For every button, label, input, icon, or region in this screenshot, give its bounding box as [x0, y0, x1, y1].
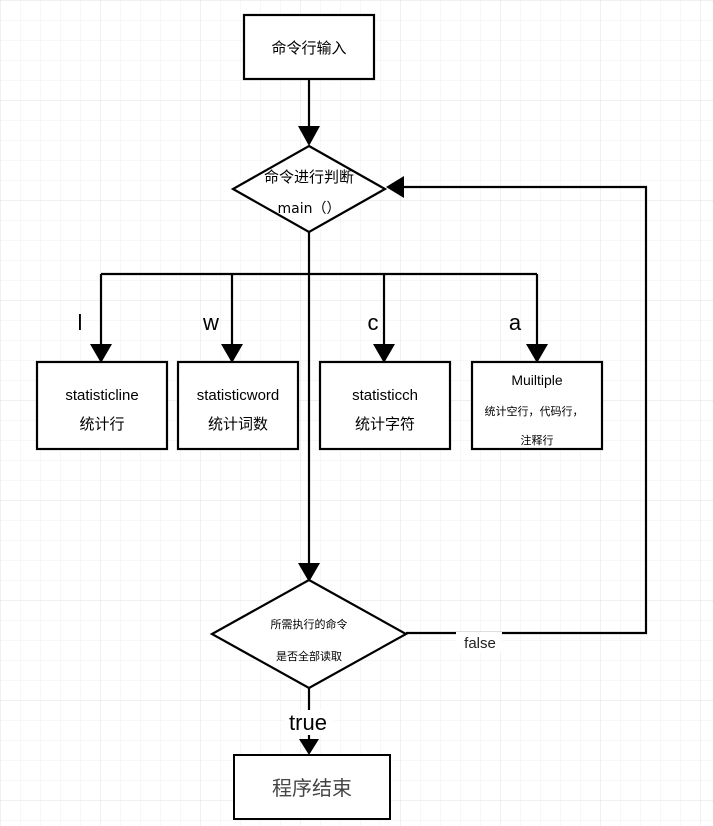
edge-label-l: l	[78, 310, 83, 335]
node-statisticword-box	[176, 360, 300, 451]
connectors	[99, 80, 648, 740]
node-decide-command-shape	[230, 144, 388, 234]
node-statisticline[interactable]: statisticline 统计行	[35, 360, 169, 451]
node-statisticch-line1: statisticch	[352, 387, 418, 404]
node-decide-done-line1: 所需执行的命令	[271, 617, 348, 631]
node-statisticline-line1: statisticline	[65, 387, 138, 404]
node-statisticch[interactable]: statisticch 统计字符	[318, 360, 452, 451]
node-multiple-line1: Muiltiple	[511, 372, 563, 388]
edge-label-w: w	[202, 310, 219, 335]
arrowhead-multi	[526, 344, 548, 363]
node-statisticline-line2: 统计行	[79, 415, 124, 433]
node-decide-command[interactable]: 命令进行判断 main（）	[230, 144, 388, 234]
arrowhead-decide-done	[298, 563, 320, 582]
node-decide-command-line2: main（）	[278, 201, 341, 217]
arrowhead-word	[221, 344, 243, 363]
node-start-label: 命令行输入	[271, 39, 346, 57]
node-decide-done-shape	[209, 578, 409, 690]
node-multiple-line2: 统计空行，代码行，	[485, 404, 584, 418]
arrowheads	[90, 126, 548, 755]
arrowhead-char	[373, 344, 395, 363]
arrowhead-end	[299, 739, 319, 755]
node-multiple[interactable]: Muiltiple 统计空行，代码行， 注释行	[470, 360, 604, 451]
node-start[interactable]: 命令行输入	[242, 13, 376, 81]
node-statisticline-box	[35, 360, 169, 451]
node-decide-done[interactable]: 所需执行的命令 是否全部读取	[209, 578, 409, 690]
edge-label-c: c	[368, 310, 379, 335]
node-statisticch-box	[318, 360, 452, 451]
node-statisticword-line1: statisticword	[197, 387, 280, 404]
node-end-label: 程序结束	[272, 776, 352, 800]
node-statisticword[interactable]: statisticword 统计词数	[176, 360, 300, 451]
arrowhead-false-loop	[386, 176, 404, 198]
edge-label-a: a	[509, 310, 522, 335]
arrowhead-line	[90, 344, 112, 363]
node-end-box	[233, 754, 391, 820]
true-label-background	[284, 710, 334, 735]
node-end[interactable]: 程序结束	[233, 754, 391, 820]
node-multiple-line3: 注释行	[521, 433, 554, 447]
edge-label-true: true	[289, 710, 327, 735]
node-statisticword-line2: 统计词数	[208, 415, 268, 433]
node-decide-done-line2: 是否全部读取	[276, 649, 342, 663]
node-statisticch-line2: 统计字符	[355, 415, 415, 433]
node-decide-command-line1: 命令进行判断	[264, 168, 354, 186]
node-multiple-box	[470, 360, 604, 451]
arrowhead-decide-cmd	[298, 126, 320, 146]
node-start-box	[242, 13, 376, 81]
edge-label-false: false	[464, 635, 496, 652]
edge-false-loop	[402, 185, 648, 635]
false-label-background	[456, 632, 502, 652]
